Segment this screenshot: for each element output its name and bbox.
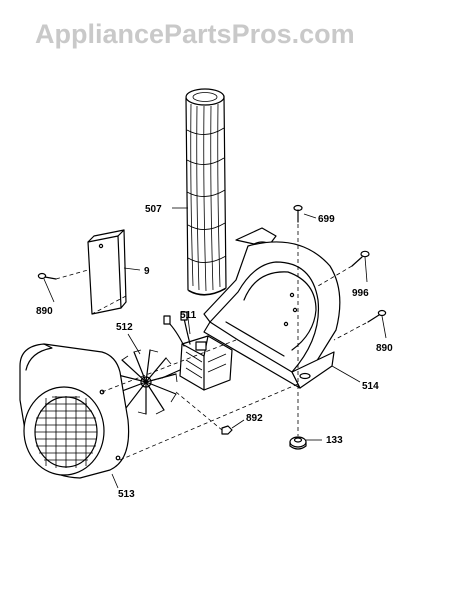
watermark-text: AppliancePartsPros.com (35, 19, 355, 49)
label-699: 699 (318, 214, 335, 225)
bracket-plate-9 (87, 229, 127, 315)
label-890-left: 890 (36, 306, 53, 317)
screw-699 (293, 204, 303, 223)
label-512: 512 (116, 322, 133, 333)
leader-lines (43, 207, 387, 489)
label-507: 507 (145, 204, 162, 215)
label-514: 514 (362, 381, 379, 392)
label-9: 9 (144, 266, 150, 277)
blower-housing-513 (19, 343, 130, 479)
fan-blade-cylinder-507 (185, 88, 227, 296)
label-996: 996 (352, 288, 369, 299)
screw-890-left (37, 272, 57, 280)
part-labels: 507 699 9 996 890 511 512 890 514 892 13… (36, 204, 393, 500)
motor-511 (161, 311, 233, 391)
assembly-lines (55, 224, 367, 461)
label-133: 133 (326, 435, 343, 446)
grommet-133 (289, 436, 307, 450)
screw-890-right (367, 309, 387, 323)
motor-mount-bracket-514 (203, 227, 341, 389)
label-511: 511 (180, 310, 197, 321)
label-892: 892 (246, 413, 263, 424)
label-890-right: 890 (376, 343, 393, 354)
nut-892 (221, 425, 233, 435)
label-513: 513 (118, 489, 135, 500)
screw-996 (351, 250, 370, 267)
